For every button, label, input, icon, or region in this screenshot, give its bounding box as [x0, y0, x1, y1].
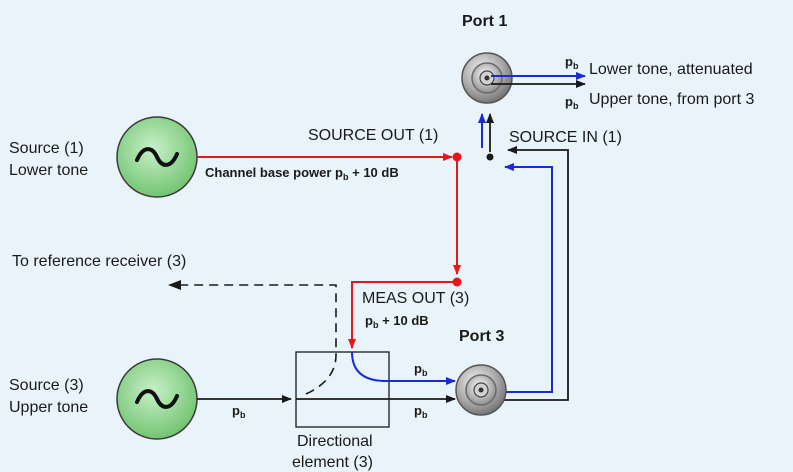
source-out-label: SOURCE OUT (1)	[308, 127, 439, 144]
port-3-connector	[455, 364, 507, 416]
source-3-generator	[116, 358, 198, 440]
port3-pb-label: pb	[414, 403, 428, 420]
source-in-label: SOURCE IN (1)	[509, 129, 622, 146]
directional-element-label-2: element (3)	[292, 454, 373, 471]
port-1-connector	[461, 52, 513, 104]
source-in-connector	[486, 153, 494, 161]
reference-receiver-path	[168, 280, 337, 395]
reference-receiver-label: To reference receiver (3)	[12, 253, 187, 270]
upper-tone-from-port3-label: Upper tone, from port 3	[589, 91, 755, 108]
meas-out-connector	[452, 277, 462, 287]
lower-tone-attenuated-label: Lower tone, attenuated	[589, 61, 753, 78]
port1-output-arrows	[491, 72, 586, 88]
channel-base-power-label: Channel base power pb + 10 dB	[205, 165, 399, 182]
directional-element-box	[295, 351, 390, 428]
source-3-pb-label: pb	[232, 403, 246, 420]
source-3-label: Source (3)	[9, 377, 84, 394]
port1-input-path	[478, 113, 494, 152]
directional-element-label: Directional	[297, 433, 373, 450]
source-3-tone: Upper tone	[9, 399, 89, 416]
meas-out-label: MEAS OUT (3)	[362, 290, 470, 307]
port1-pb-upper: pb	[565, 54, 579, 71]
port-3-label: Port 3	[459, 328, 505, 345]
meas-out-power-label: pb + 10 dB	[365, 313, 429, 330]
source-1-label: Source (1)	[9, 140, 84, 157]
blue-pb-label: pb	[414, 361, 428, 378]
source-1-tone: Lower tone	[9, 162, 89, 179]
port1-pb-lower: pb	[565, 94, 579, 111]
source-out-connector	[452, 152, 462, 162]
blue-through-path	[351, 351, 456, 385]
red-signal-path	[197, 152, 462, 349]
port-1-label: Port 1	[462, 13, 508, 30]
port3-return-path	[500, 146, 569, 401]
source-1-generator	[116, 116, 198, 198]
